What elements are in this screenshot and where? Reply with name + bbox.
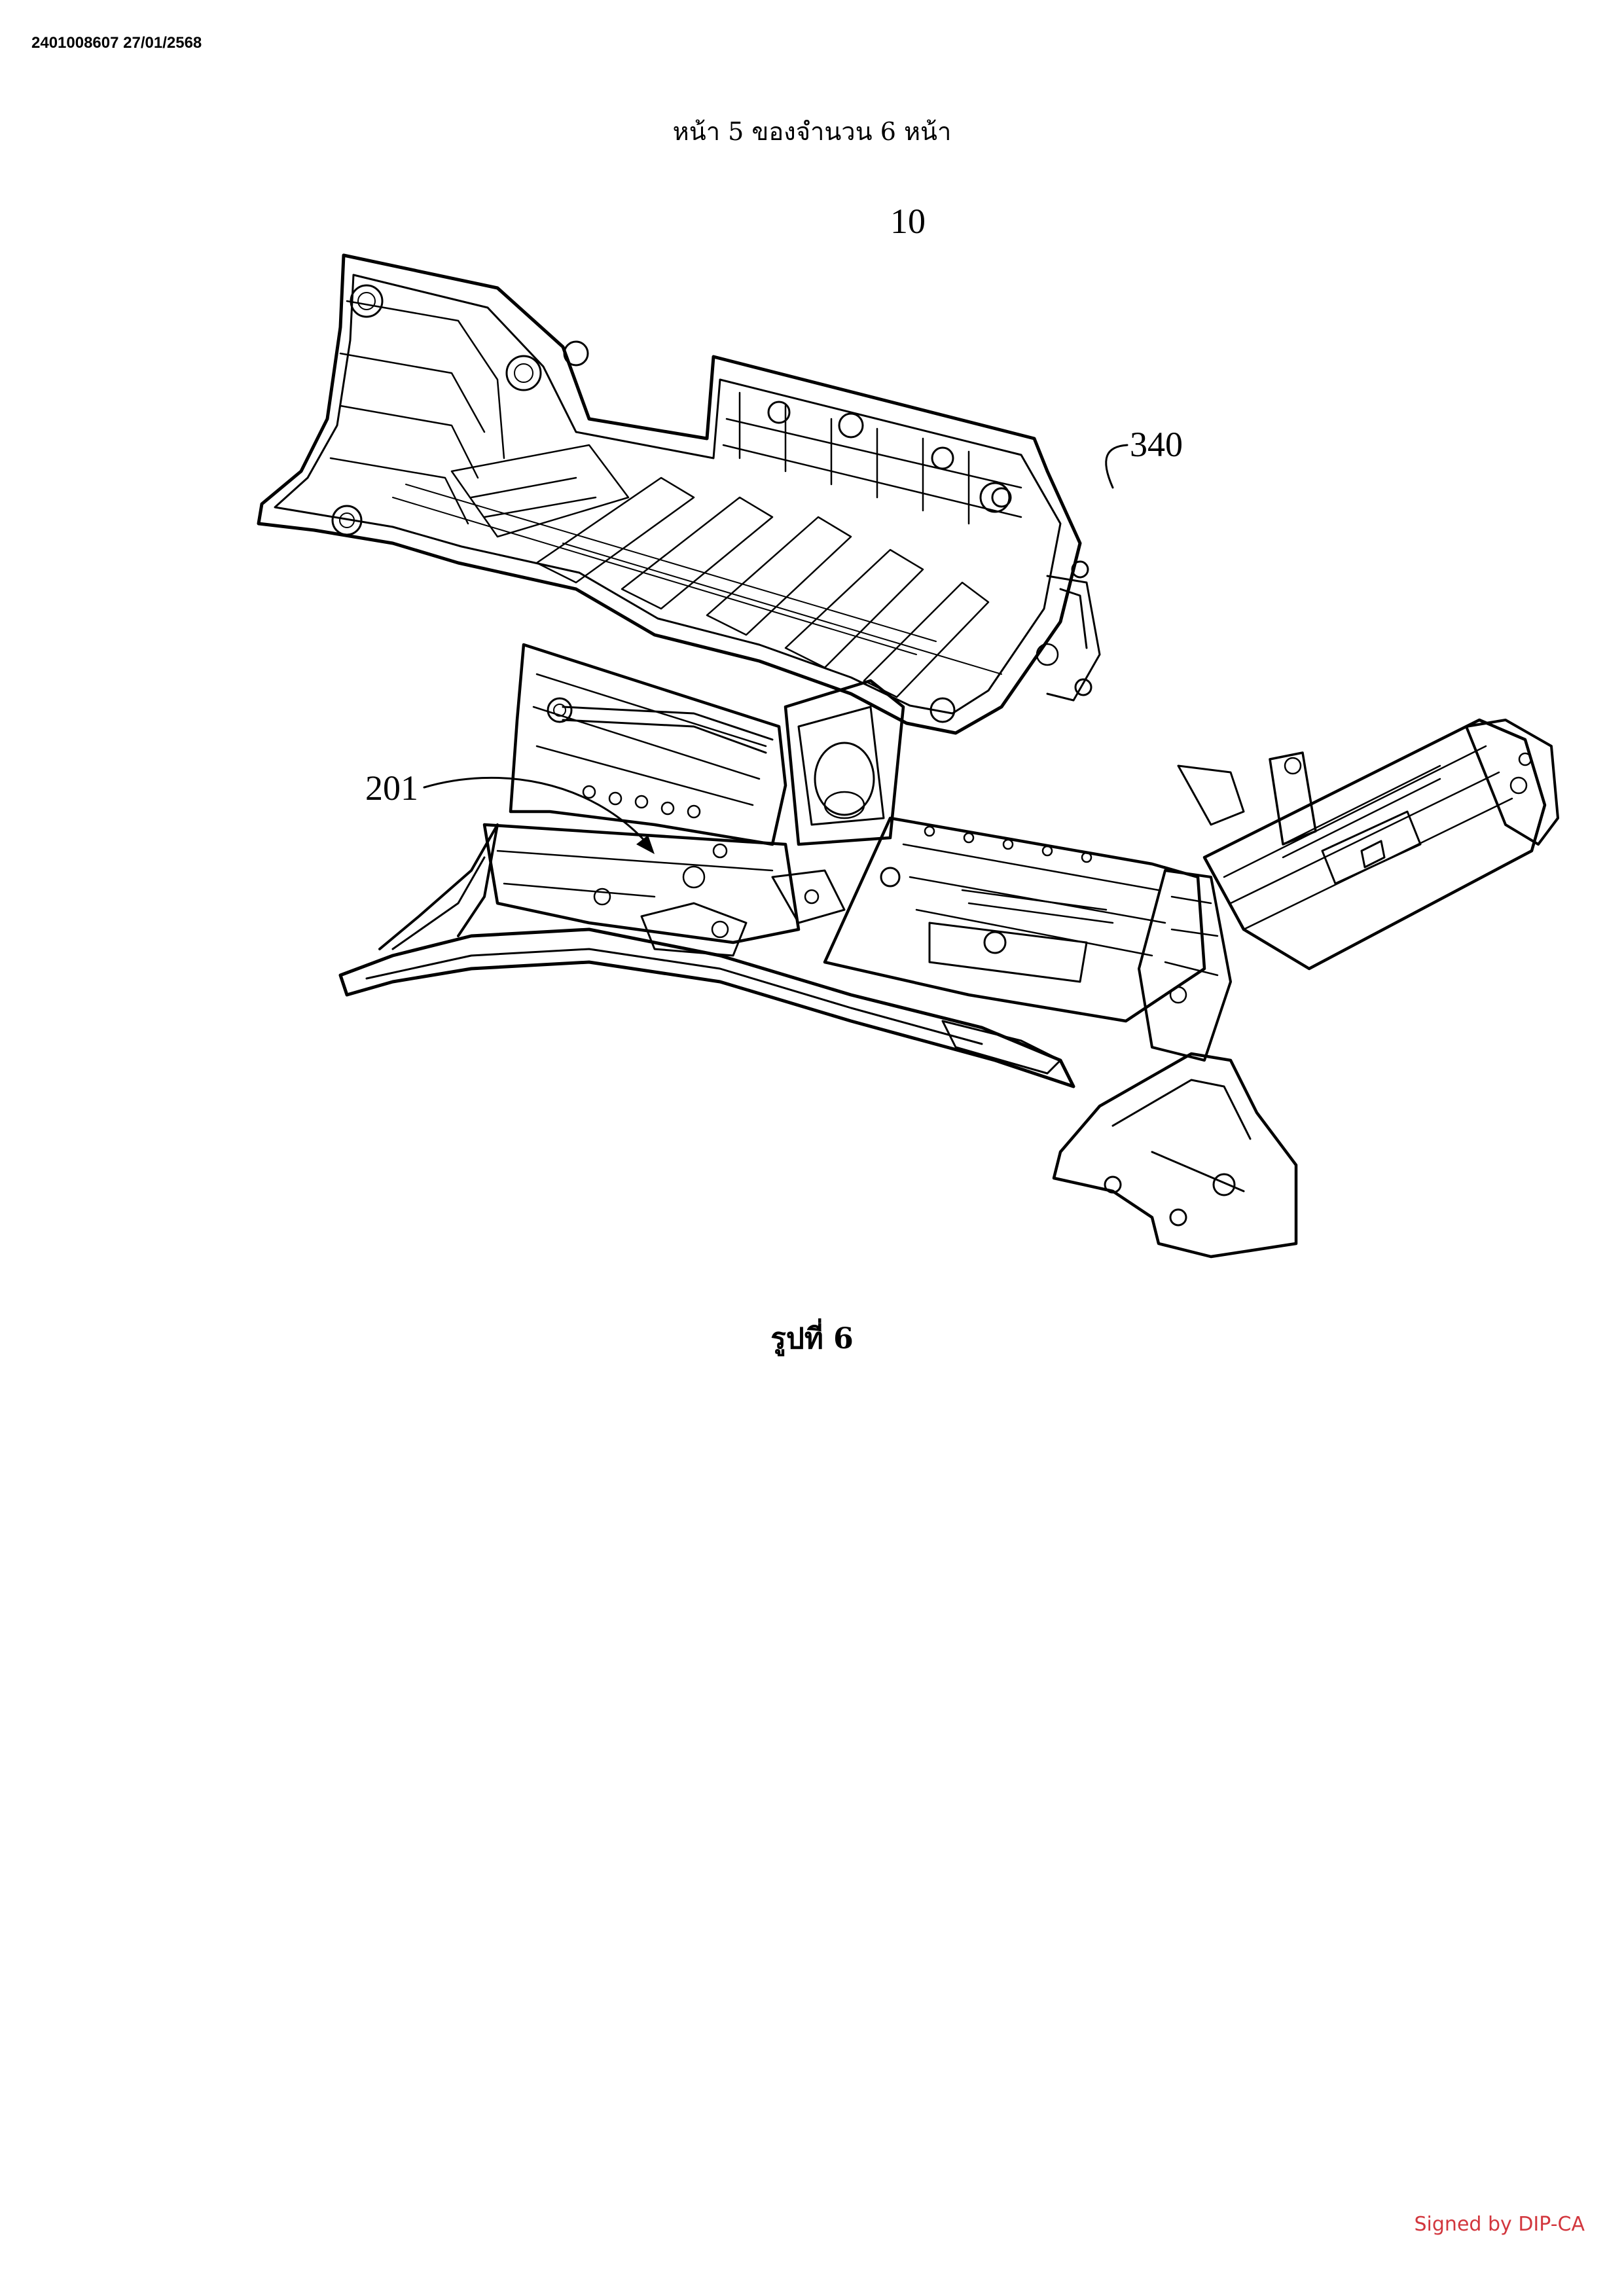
- technical-drawing: 10 340 201: [257, 202, 1559, 1259]
- label-340: 340: [1130, 425, 1183, 464]
- lower-frame-assembly: [338, 643, 1206, 1088]
- page-header: หน้า 5 ของจำนวน 6 หน้า: [672, 117, 952, 146]
- label-10: 10: [890, 202, 926, 241]
- document-id: 2401008607 27/01/2568: [31, 34, 202, 52]
- digital-signature: Signed by DIP-CA: [1414, 2213, 1585, 2236]
- figure-caption: รูปที่ 6: [770, 1322, 854, 1355]
- leader-lines: [423, 444, 1128, 854]
- upper-floor-panel: [257, 253, 1101, 735]
- label-201: 201: [365, 768, 418, 808]
- right-front-rail: [1052, 718, 1559, 1259]
